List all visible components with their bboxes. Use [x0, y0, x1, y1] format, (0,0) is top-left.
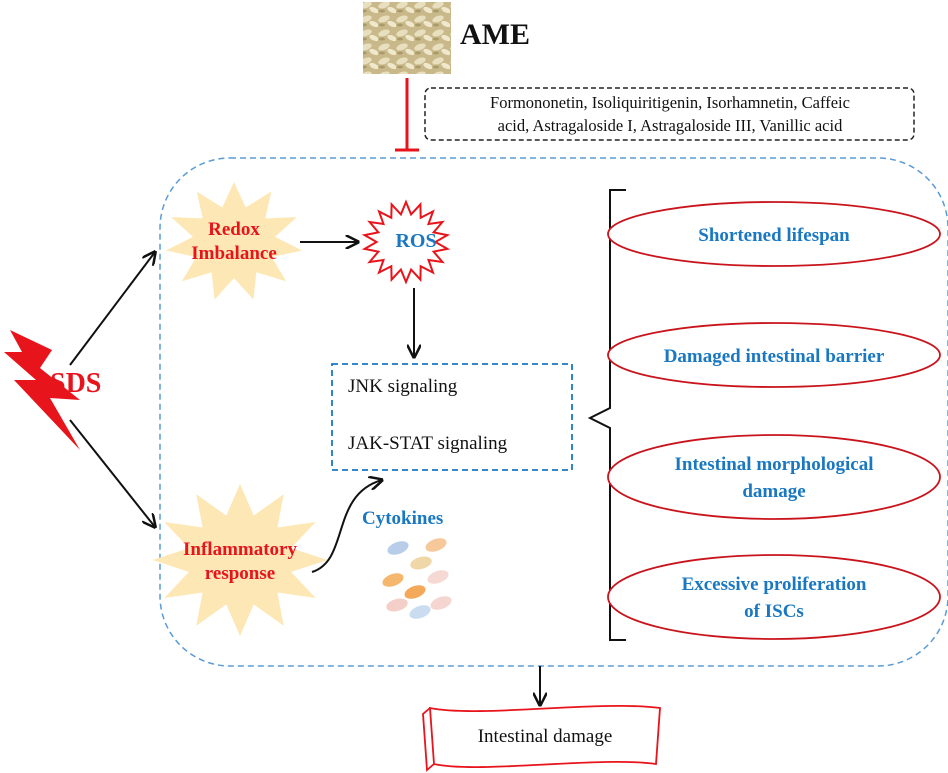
compounds-line-2: acid, Astragaloside I, Astragaloside III… [497, 116, 843, 135]
ame-seed-image [363, 2, 451, 74]
inflammatory-starburst-icon [152, 484, 328, 636]
outcome-ellipse-3 [607, 434, 941, 520]
outcome-1-line-1: Shortened lifespan [698, 225, 850, 246]
outcomes-brace [587, 189, 626, 641]
ros-starburst-icon [361, 199, 451, 285]
outcome-3-line-1: Intestinal morphological [674, 454, 874, 475]
arrow-sds-redox [69, 252, 155, 366]
compounds-box [424, 87, 915, 141]
sds-label: SDS [50, 368, 102, 399]
outcome-ellipse-4 [607, 554, 941, 640]
outcome-4-line-1: Excessive proliferation [681, 574, 867, 595]
outcome-3-line-2: damage [742, 481, 806, 502]
result-banner [429, 704, 661, 768]
outcome-ellipse-1 [607, 201, 941, 267]
cytokines-label: Cytokines [362, 508, 444, 529]
jnk-signaling-label: JNK signaling [348, 376, 458, 397]
lightning-bolt-icon [4, 330, 80, 450]
redox-line-2: Imbalance [191, 243, 277, 264]
outcome-2-line-1: Damaged intestinal barrier [663, 346, 885, 367]
outcome-label-3: Intestinal morphological damage [610, 451, 938, 505]
compounds-text: Formononetin, Isoliquiritigenin, Isorham… [428, 91, 912, 137]
redox-starburst-icon [165, 182, 303, 300]
colored-ovals-icon [382, 538, 452, 619]
ame-title: AME [460, 18, 530, 51]
ros-label: ROS [395, 230, 437, 252]
redox-line-1: Redox [208, 219, 260, 240]
outcome-4-line-2: of ISCs [744, 601, 804, 622]
mechanism-container [159, 157, 948, 667]
arrow-cytokines-signaling [311, 480, 382, 573]
inflammatory-label: Inflammatory response [160, 538, 320, 586]
outcome-label-4: Excessive proliferation of ISCs [610, 571, 938, 625]
outcome-label-1: Shortened lifespan [610, 222, 938, 249]
redox-label: Redox Imbalance [178, 218, 290, 266]
result-label: Intestinal damage [477, 726, 613, 747]
inflammatory-line-2: response [204, 563, 276, 584]
inflammatory-line-1: Inflammatory [183, 539, 297, 560]
compounds-line-1: Formononetin, Isoliquiritigenin, Isorham… [490, 93, 850, 112]
signaling-box [331, 363, 573, 471]
outcome-ellipse-2 [607, 322, 941, 388]
result-banner-curl [422, 707, 435, 772]
arrow-sds-inflammatory [69, 419, 155, 527]
outcome-label-2: Damaged intestinal barrier [610, 343, 938, 370]
jak-stat-signaling-label: JAK-STAT signaling [348, 433, 508, 454]
